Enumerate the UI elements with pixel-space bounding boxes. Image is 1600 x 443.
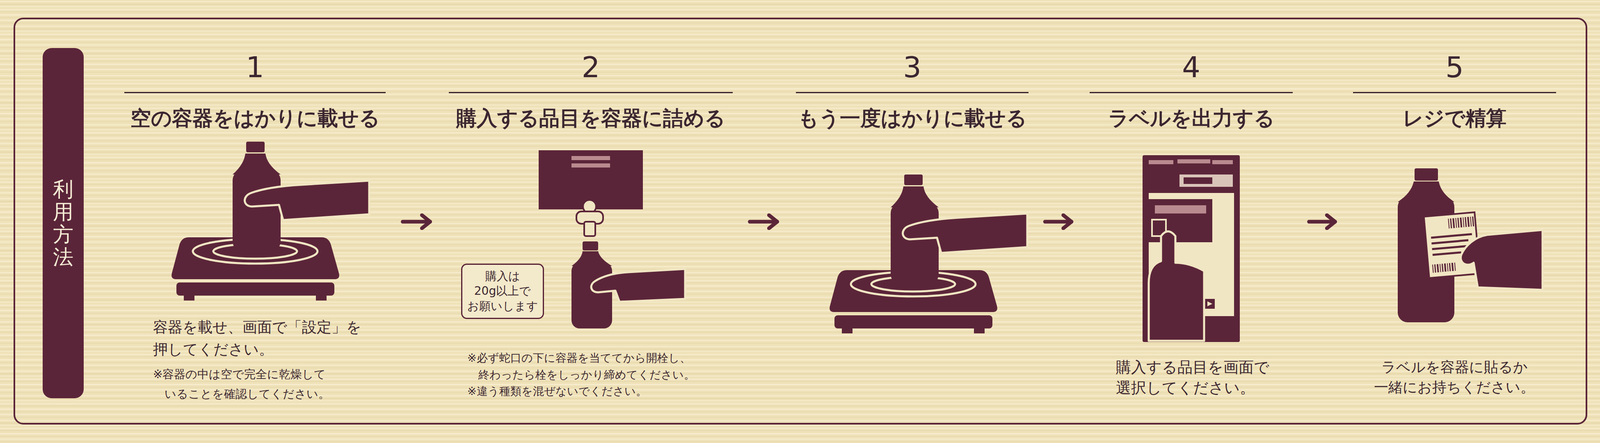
kiosk-figure: [1142, 155, 1240, 342]
step-number: 3: [795, 50, 1029, 85]
step-panel: 4 ラベルを出力する購入する品目を画面で 選択してください。: [1089, 53, 1293, 403]
flow-arrow: [402, 219, 431, 224]
dispenser-figure: [538, 150, 686, 329]
flow-arrow: [749, 219, 778, 224]
step-panel: 1 空の容器をはかりに載せる容器を載せ、画面で「設定」を 押してください。※容器の…: [124, 53, 386, 403]
frame-border: [14, 18, 1587, 424]
step-underline: [1353, 91, 1557, 94]
step-heading: ラベルを出力する: [1089, 105, 1293, 131]
callout-box: 購入は 20g以上で お願いします: [461, 263, 544, 319]
step-number: 5: [1353, 50, 1557, 85]
scale-figure: [171, 141, 370, 301]
step-number: 2: [448, 50, 733, 85]
step-note: ※必ず蛇口の下に容器を当ててから開栓し、 終わったら栓をしっかり締めてください。: [467, 349, 709, 383]
step-underline: [448, 91, 733, 94]
step-panel: 3 もう一度はかりに載せる: [795, 53, 1029, 403]
section-label: 利用方法: [52, 178, 74, 269]
step-heading: レジで精算: [1353, 105, 1557, 131]
step-underline: [124, 91, 386, 94]
section-label-band: 利用方法: [42, 48, 84, 398]
step-underline: [795, 91, 1029, 94]
bottle-label-figure: [1397, 168, 1543, 323]
step-caption: ラベルを容器に貼るか 一緒にお持ちください。: [1368, 356, 1541, 398]
step-caption: 容器を載せ、画面で「設定」を 押してください。: [153, 315, 367, 361]
step-caption: 購入する品目を画面で 選択してください。: [1115, 356, 1289, 398]
step-note: ※違う種類を混ぜないでください。: [467, 382, 709, 400]
scale-figure: [829, 174, 1028, 334]
step-number: 4: [1089, 50, 1293, 85]
callout-note: 購入は 20g以上で お願いします: [465, 268, 540, 314]
step-panel: 5 レジで精算ラベルを容器に貼るか 一緒にお持ちください。: [1353, 53, 1557, 403]
step-note: ※容器の中は空で完全に乾燥して いることを確認してください。: [153, 364, 354, 404]
step-underline: [1089, 91, 1293, 94]
step-panel: 2 購入する品目を容器に詰める ※必ず蛇口の下に容器を当ててから開栓し、 終わったら…: [448, 53, 733, 403]
flow-arrow: [1309, 219, 1336, 224]
step-heading: もう一度はかりに載せる: [795, 105, 1029, 131]
step-number: 1: [124, 50, 386, 85]
step-heading: 購入する品目を容器に詰める: [448, 105, 733, 131]
flow-arrow: [1044, 219, 1072, 224]
step-heading: 空の容器をはかりに載せる: [124, 105, 386, 131]
